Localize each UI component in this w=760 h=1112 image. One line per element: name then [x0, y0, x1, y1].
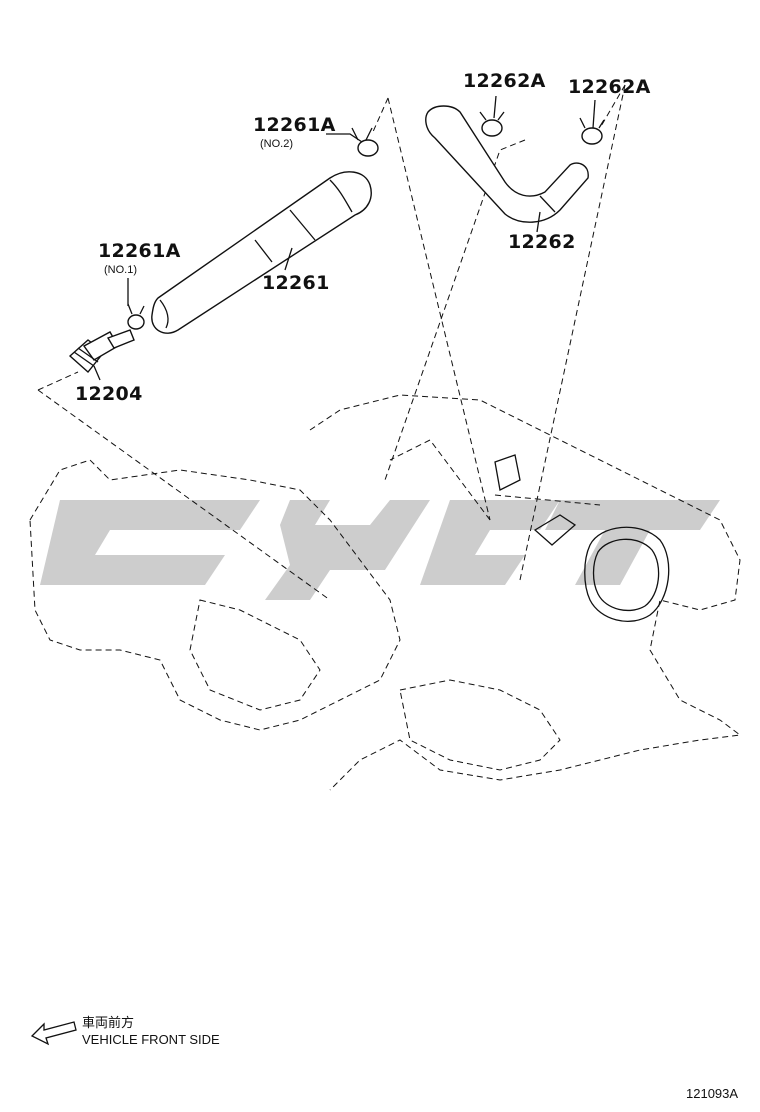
left-arrow-icon [30, 1021, 77, 1046]
callout-12261A-no1-sub: (NO.1) [104, 264, 137, 276]
clamp-12262A-right [579, 117, 605, 145]
callout-12261A-no2: 12261A [253, 114, 336, 136]
clamp-12261A-no2 [351, 127, 379, 157]
leader-lines [37, 84, 626, 601]
clamp-12261A-no1 [127, 303, 145, 330]
hose-12262 [425, 105, 589, 223]
callout-12261A-no2-sub: (NO.2) [260, 138, 293, 150]
illustration-number: 121093A [686, 1086, 739, 1101]
engine-outline [29, 394, 742, 791]
callout-12261A-no1: 12261A [98, 240, 181, 262]
callout-12262: 12262 [508, 231, 576, 253]
callout-leaders [93, 95, 596, 381]
vehicle-front-en-label: VEHICLE FRONT SIDE [82, 1032, 220, 1047]
callout-12261: 12261 [262, 272, 330, 294]
callout-12204: 12204 [75, 383, 143, 405]
callout-12262A-left: 12262A [463, 70, 546, 92]
vehicle-front-jp-label: 車両前方 [82, 1015, 135, 1030]
clamp-12262A-left [479, 111, 505, 137]
hose-12261 [151, 171, 372, 334]
callout-12262A-right: 12262A [568, 76, 651, 98]
watermark-logo [40, 500, 720, 600]
pcv-valve-12204 [68, 329, 135, 374]
